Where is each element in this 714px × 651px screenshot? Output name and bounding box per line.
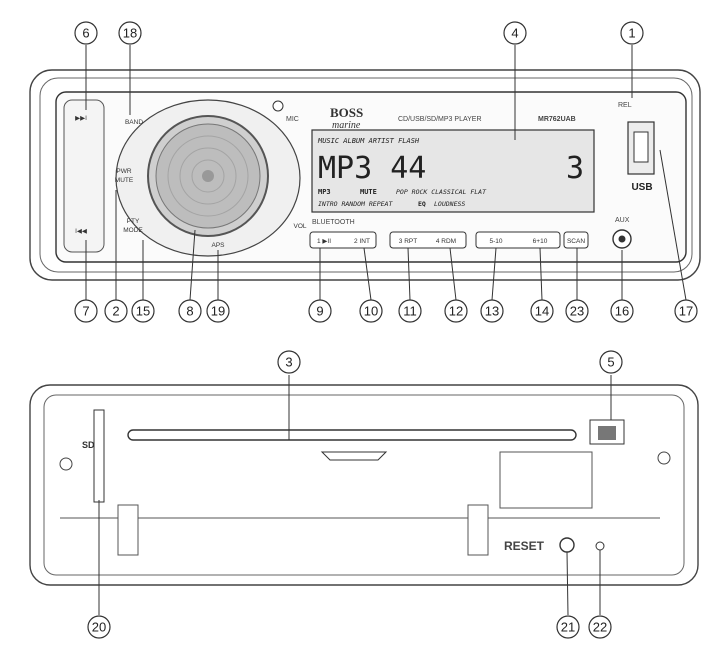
callout-5: 5 [599,350,623,374]
usb-label: USB [631,182,652,193]
svg-text:16: 16 [615,304,629,319]
callout-11: 11 [398,299,422,323]
svg-text:7: 7 [82,304,89,319]
svg-text:23: 23 [570,304,584,319]
lcd-digit: 3 [566,151,584,186]
button-6[interactable]: 6+10 [533,238,548,245]
callout-9: 9 [308,299,332,323]
svg-text:13: 13 [485,304,499,319]
callout-1: 1 [620,21,644,45]
callout-4: 4 [503,21,527,45]
svg-text:17: 17 [679,304,693,319]
button-1[interactable]: 1 ▶II [317,238,331,245]
band-button[interactable]: BAND [125,119,143,126]
callout-2: 2 [104,299,128,323]
svg-text:6: 6 [82,26,89,41]
button-2[interactable]: 2 INT [354,238,370,245]
callout-10: 10 [359,299,383,323]
svg-text:20: 20 [92,620,106,635]
mic-label: MIC [286,116,299,123]
callout-8: 8 [178,299,202,323]
button-3[interactable]: 3 RPT [399,238,417,245]
svg-text:2: 2 [112,304,119,319]
prev-icon[interactable]: I◀◀ [75,228,88,235]
callout-22: 22 [588,615,612,639]
reset-label: RESET [504,539,545,553]
callout-23: 23 [565,299,589,323]
callout-20: 20 [87,615,111,639]
lcd-top-row: MUSIC ALBUM ARTIST FLASH [317,137,420,145]
svg-text:14: 14 [535,304,549,319]
svg-text:5: 5 [607,355,614,370]
formats-label: CD/USB/SD/MP3 PLAYER [398,116,482,123]
model-label: MR762UAB [538,116,576,123]
sd-label: SD [82,440,95,450]
svg-text:1: 1 [628,26,635,41]
rel-label[interactable]: REL [618,102,632,109]
mute-label: MUTE [115,177,134,184]
brand-line1: BOSS [330,105,363,120]
rear-panel [29,384,699,586]
svg-text:3: 3 [285,355,292,370]
callout-18: 18 [118,21,142,45]
callout-19: 19 [206,299,230,323]
next-icon[interactable]: ▶▶I [75,115,87,122]
aux-label: AUX [615,217,630,224]
svg-text:18: 18 [123,26,137,41]
callout-3: 3 [277,350,301,374]
lcd-loudness: LOUDNESS [434,200,465,208]
lcd-eq-modes: POP ROCK CLASSICAL FLAT [396,188,487,196]
bluetooth-tag: BLUETOOTH [312,219,355,226]
svg-text:4: 4 [511,26,518,41]
svg-text:22: 22 [593,620,607,635]
svg-text:8: 8 [186,304,193,319]
lcd-main-text: MP3 44 [318,151,426,186]
scan-button[interactable]: SCAN [567,238,585,245]
callout-15: 15 [131,299,155,323]
mode-label: MODE [123,227,143,234]
lcd-mp3-tag: MP3 [318,188,331,196]
mic-icon [272,100,284,112]
callout-13: 13 [480,299,504,323]
svg-text:9: 9 [316,304,323,319]
svg-text:12: 12 [449,304,463,319]
callout-7: 7 [74,299,98,323]
callout-14: 14 [530,299,554,323]
lcd-eq-tag: EQ [418,200,426,208]
svg-text:10: 10 [364,304,378,319]
svg-text:21: 21 [561,620,575,635]
brand-line2: marine [332,120,361,131]
lcd-bottom-row: INTRO RANDOM REPEAT [318,200,393,208]
callout-21: 21 [556,615,580,639]
aps-label: APS [211,242,225,249]
leader-lines [85,45,687,616]
button-5[interactable]: 5-10 [489,238,502,245]
pwr-label: PWR [116,168,131,175]
svg-text:19: 19 [211,304,225,319]
button-4[interactable]: 4 RDM [436,238,456,245]
front-panel [29,69,701,281]
callout-12: 12 [444,299,468,323]
lcd-mute-tag: MUTE [360,188,377,196]
callout-16: 16 [610,299,634,323]
vol-label: VOL [293,223,306,230]
callout-17: 17 [674,299,698,323]
callout-6: 6 [74,21,98,45]
svg-text:11: 11 [403,304,417,319]
svg-text:15: 15 [136,304,150,319]
pty-label: PTY [127,218,140,225]
